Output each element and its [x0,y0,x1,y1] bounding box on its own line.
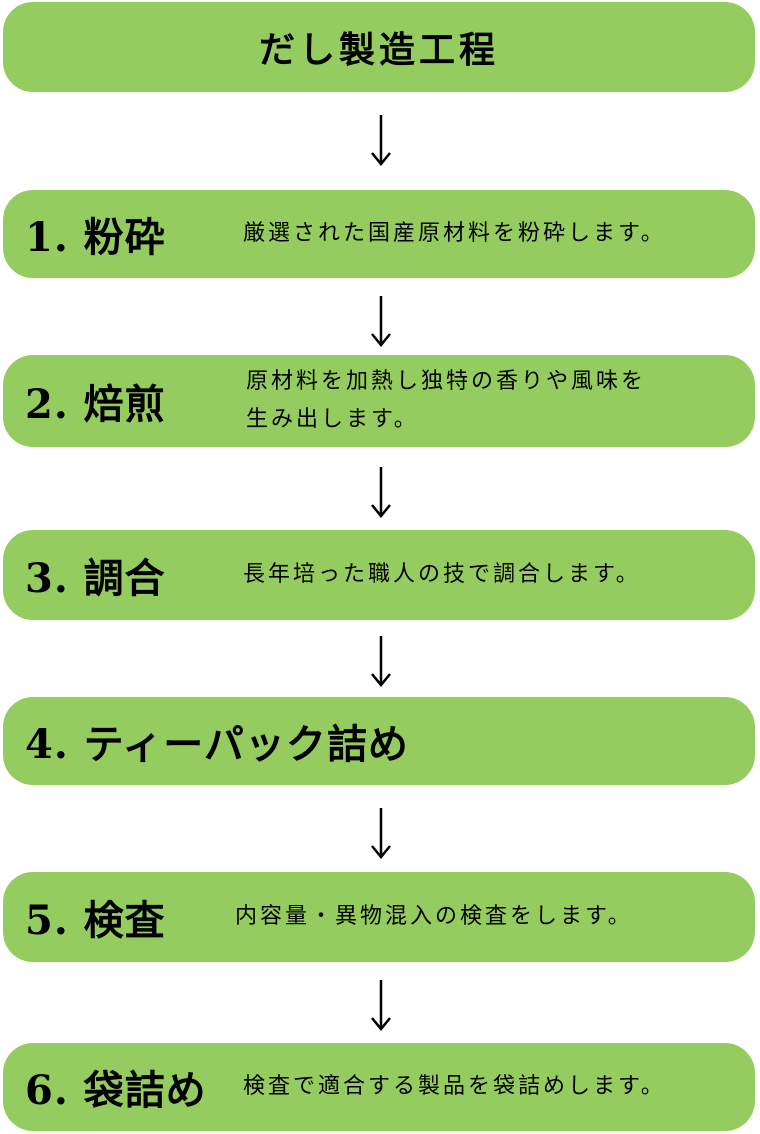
down-arrow-icon [371,636,391,687]
down-arrow-icon [371,115,391,166]
step-description-1-line-1: 厳選された国産原材料を粉砕します。 [243,221,666,246]
step-description-2-line-1: 原材料を加熱し独特の香りや風味を [246,369,647,394]
process-title-box: だし製造工程 [3,2,755,92]
step-box-3: 3. 調合 長年培った職人の技で調合します。 [3,530,755,620]
step-label-2: 2. 焙煎 [25,381,166,428]
process-title: だし製造工程 [258,29,499,71]
step-box-2: 2. 焙煎 原材料を加熱し独特の香りや風味を 生み出します。 [3,355,755,447]
step-description-6-line-1: 検査で適合する製品を袋詰めします。 [243,1074,666,1099]
step-label-6: 6. 袋詰め [25,1067,207,1114]
down-arrow-icon [371,808,391,859]
down-arrow-icon [371,467,391,518]
step-box-5: 5. 検査 内容量・異物混入の検査をします。 [3,872,755,962]
step-description-5: 内容量・異物混入の検査をします。 [235,898,633,936]
down-arrow-icon [371,296,391,347]
step-label-4: 4. ティーパック詰め [25,721,409,768]
step-description-3-line-1: 長年培った職人の技で調合します。 [243,562,641,587]
step-box-6: 6. 袋詰め 検査で適合する製品を袋詰めします。 [3,1043,755,1131]
step-label-3: 3. 調合 [25,555,166,602]
step-description-3: 長年培った職人の技で調合します。 [243,556,641,594]
step-description-2-line-2: 生み出します。 [246,407,419,432]
down-arrow-icon [371,980,391,1031]
step-description-6: 検査で適合する製品を袋詰めします。 [243,1068,666,1106]
step-box-4: 4. ティーパック詰め [3,697,755,785]
step-label-1: 1. 粉砕 [25,214,166,261]
step-description-1: 厳選された国産原材料を粉砕します。 [243,215,666,253]
step-label-5: 5. 検査 [25,897,166,944]
step-description-5-line-1: 内容量・異物混入の検査をします。 [235,904,633,929]
step-description-2: 原材料を加熱し独特の香りや風味を 生み出します。 [246,363,646,439]
step-box-1: 1. 粉砕 厳選された国産原材料を粉砕します。 [3,190,755,278]
